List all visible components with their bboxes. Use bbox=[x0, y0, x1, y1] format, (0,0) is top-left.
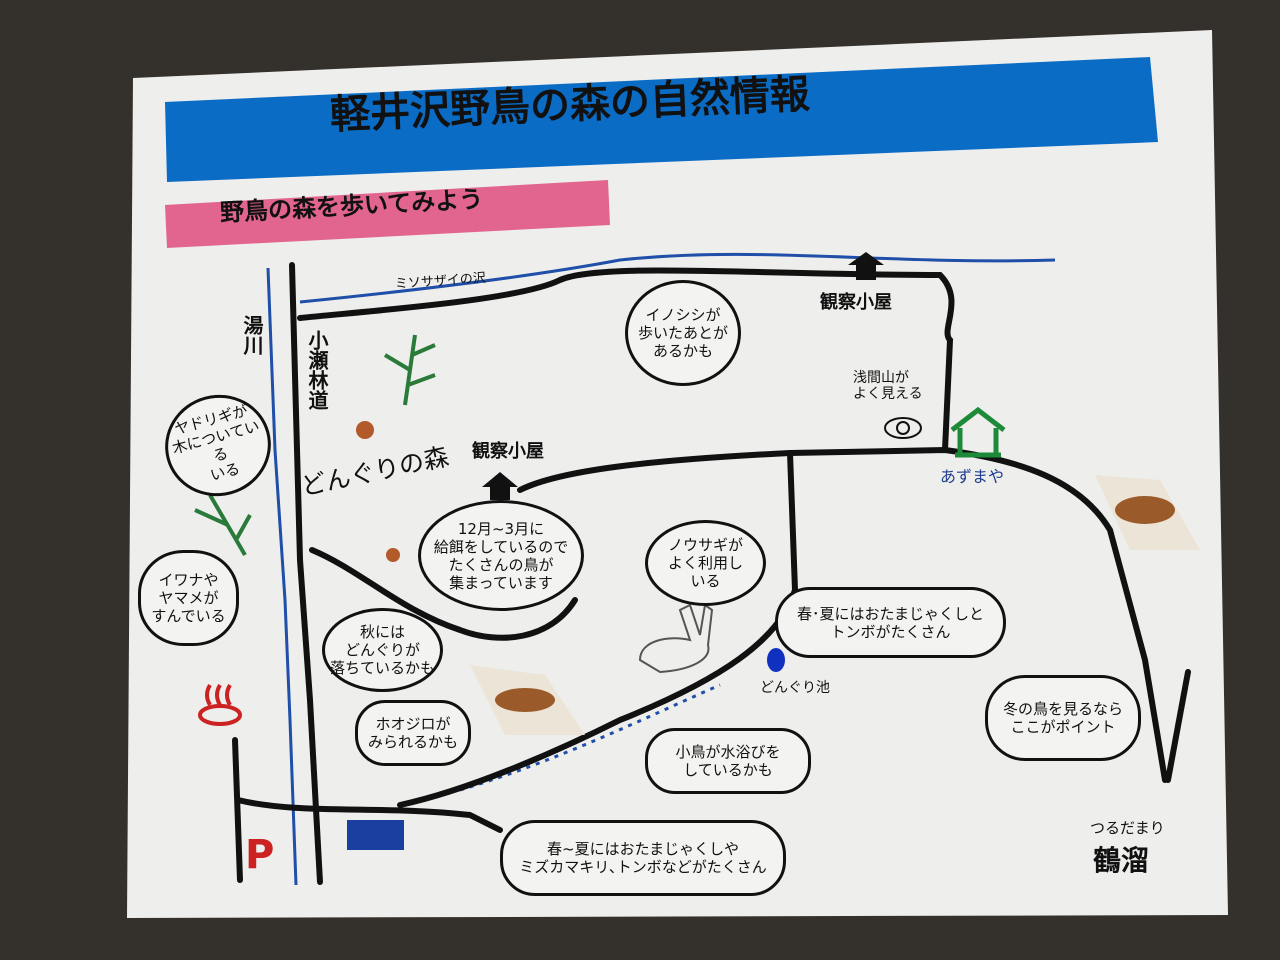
arrow-up-icon bbox=[848, 252, 884, 280]
hide-label[interactable]: 観察小屋 bbox=[820, 292, 892, 313]
arrow-up-icon bbox=[482, 472, 518, 500]
info-bubble: ホオジロがみられるかも bbox=[355, 700, 471, 766]
info-bubble: 小鳥が水浴びをしているかも bbox=[645, 728, 811, 794]
subtitle-bar bbox=[165, 180, 610, 248]
river-label: 湯川 bbox=[240, 315, 264, 355]
bird-picture bbox=[470, 475, 1200, 735]
hot-spring-icon bbox=[198, 683, 242, 726]
sign-board bbox=[127, 30, 1228, 918]
hide-arrows bbox=[482, 252, 884, 500]
pond-label[interactable]: どんぐり池 bbox=[760, 680, 830, 696]
azumaya-label[interactable]: あずまや bbox=[940, 467, 1005, 486]
info-bubble: ノウサギがよく利用しいる bbox=[645, 520, 766, 606]
asama-text: よく見える bbox=[853, 386, 923, 403]
info-bubble: イノシシが歩いたあとがあるかも bbox=[625, 280, 741, 386]
rivers bbox=[266, 252, 1056, 886]
acorn-icon bbox=[356, 421, 400, 562]
info-bubble: 秋にはどんぐりが落ちているかも bbox=[322, 608, 443, 692]
forest-road-label: 小瀬林道 bbox=[305, 330, 329, 410]
pond-icon bbox=[347, 820, 404, 850]
pond-icon bbox=[767, 648, 785, 672]
trails bbox=[232, 262, 1191, 885]
tsurudamari-kana: つるだまり bbox=[1090, 819, 1165, 837]
tsurudamari-label[interactable]: 鶴溜 bbox=[1093, 844, 1150, 877]
info-bubble: 12月~3月に給餌をしているのでたくさんの鳥が集まっています bbox=[418, 500, 584, 611]
hide-label[interactable]: 観察小屋 bbox=[472, 441, 544, 462]
shelter-icon bbox=[950, 406, 1006, 458]
info-bubble: イワナやヤマメがすんでいる bbox=[138, 550, 239, 646]
title-bar bbox=[165, 57, 1158, 182]
asama-text: 浅間山が bbox=[853, 370, 909, 386]
info-bubble: 春~夏にはおたまじゃくしやミズカマキリ､トンボなどがたくさん bbox=[500, 820, 786, 896]
info-bubble: 冬の鳥を見るならここがポイント bbox=[985, 675, 1141, 761]
info-bubble: 春･夏にはおたまじゃくしとトンボがたくさん bbox=[775, 587, 1006, 658]
hare-icon bbox=[638, 603, 714, 674]
eye-icon bbox=[884, 417, 922, 439]
parking-icon: P bbox=[245, 832, 275, 878]
tree-icon bbox=[194, 334, 436, 557]
